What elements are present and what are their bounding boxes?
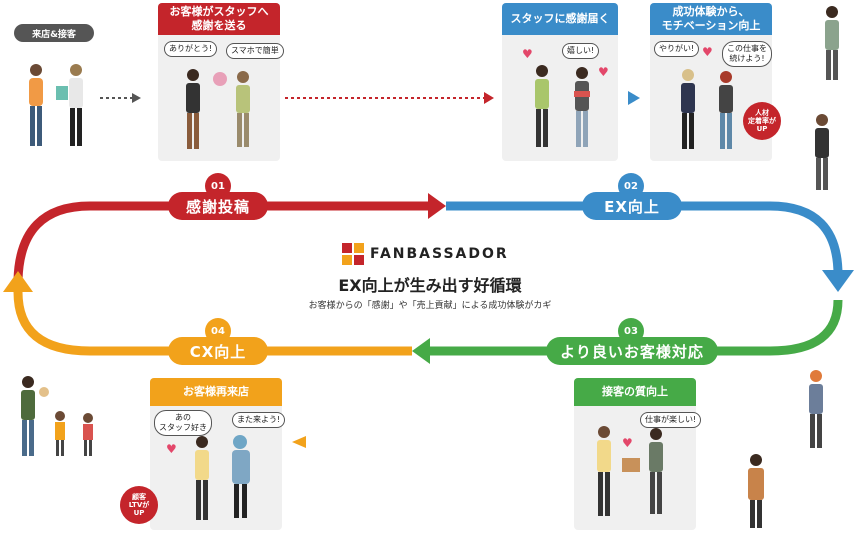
orange-arc [13,291,412,356]
connector-arrow-4 [292,436,306,448]
heart-icon: ♥ [622,436,633,450]
center-subtitle: お客様からの「感謝」や「売上貢献」による成功体験がカギ [308,301,552,311]
green-arc [430,299,843,356]
send-thanks-illustration [186,69,250,149]
heart-icon: ♥ [522,47,533,61]
panel-service-quality: 接客の質向上 仕事が楽しい! ♥ [574,378,702,530]
red-arc [13,201,428,281]
bubble-like-staff: あの スタッフ好き [154,410,212,436]
panel-revisit-title: お客様再来店 [150,378,282,406]
bubble-happy: 嬉しい! [562,43,600,59]
brand-name: FANBASSADOR [370,246,509,262]
bubble-thank-you: ありがとう! [164,41,218,57]
service-quality-illustration [597,426,663,516]
blue-arc [446,201,843,276]
panel-receive-thanks-title: スタッフに感謝届く [502,3,618,35]
bubble-smartphone-easy: スマホで簡単 [226,43,284,59]
visit-label: 来店&接客 [14,24,94,42]
panel-send-thanks-title: お客様がスタッフへ 感謝を送る [158,3,280,35]
panel-motivation: 成功体験から、 モチベーション向上 やりがい! この仕事を 続けよう! ♥ [650,3,772,161]
staff-illustration-top-right [815,6,839,190]
orange-arrowhead [3,271,33,292]
panel-service-quality-title: 接客の質向上 [574,378,696,406]
badge-ltv-up: 顧客 LTVが UP [120,486,158,524]
heart-icon: ♥ [702,45,713,59]
step-better-service: より良いお客様対応 [546,337,718,365]
staff-illustration-apron [748,454,764,528]
bubble-come-again: また来よう! [232,412,286,428]
staff-illustration-bottom-right [809,370,823,448]
bubble-job-fun: 仕事が楽しい! [640,412,702,428]
bubble-continue-job: この仕事を 続けよう! [722,41,772,67]
badge-retention-up: 人材 定着率が UP [743,102,781,140]
family-illustration [21,376,93,456]
panel-receive-thanks: スタッフに感謝届く 嬉しい! ♥ ♥ [502,3,618,161]
panel-revisit: お客様再来店 あの スタッフ好き また来よう! ♥ [150,378,286,530]
connector-arrow-3 [628,91,640,105]
blue-arrowhead [822,270,854,292]
step-thanks-post: 感謝投稿 [168,192,268,220]
panel-send-thanks: お客様がスタッフへ 感謝を送る ありがとう! スマホで簡単 [158,3,284,161]
bubble-rewarding: やりがい! [654,41,700,57]
connector-arrow-2 [484,92,494,104]
heart-icon: ♥ [598,65,609,79]
step-cx-improvement: CX向上 [168,337,268,365]
motivation-illustration [681,69,733,149]
step-ex-improvement: EX向上 [582,192,682,220]
center-title: EX向上が生み出す好循環 [338,276,522,295]
fanbassador-logo-icon [342,243,364,265]
receive-thanks-illustration [535,65,590,147]
green-arrowhead [412,338,430,364]
panel-motivation-title: 成功体験から、 モチベーション向上 [650,3,772,35]
red-arrowhead [428,193,446,219]
connector-arrow-1 [132,93,141,103]
revisit-illustration [195,435,250,520]
heart-icon: ♥ [166,442,177,456]
customer-staff-illustration [29,64,83,146]
